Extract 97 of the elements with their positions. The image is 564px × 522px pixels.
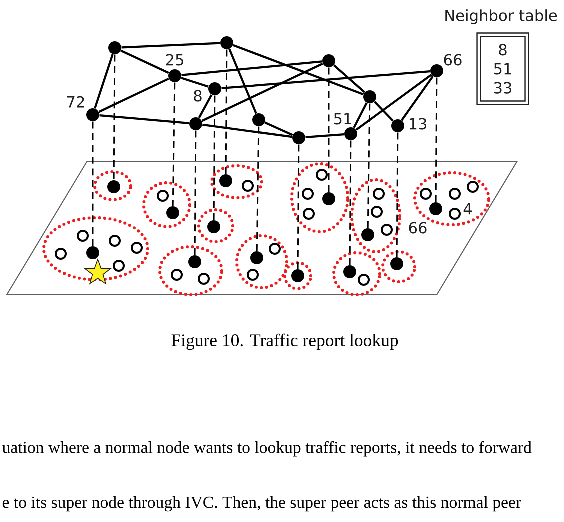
cluster-outline (235, 234, 289, 290)
hollow-node (77, 230, 89, 242)
filled-node (166, 206, 180, 220)
cluster-outline (210, 164, 264, 200)
filled-node (220, 174, 232, 188)
node-label: 8 (194, 90, 202, 102)
filled-node (188, 256, 202, 268)
filled-node (190, 118, 202, 130)
hollow-node (373, 188, 385, 200)
filled-node (390, 258, 404, 270)
hollow-node (157, 190, 169, 202)
node-label: 13 (410, 118, 427, 130)
dashed-line (349, 140, 352, 266)
hollow-node (113, 260, 125, 272)
link-line (356, 74, 432, 131)
filled-node (208, 220, 220, 234)
hollow-node (381, 224, 393, 236)
hollow-node (449, 188, 461, 200)
filled-node (292, 132, 306, 144)
cluster-outline (197, 208, 235, 244)
link-line (232, 44, 364, 96)
dashed-line (367, 104, 371, 228)
cluster-outline (290, 162, 350, 234)
link-line (228, 48, 258, 114)
filled-node (292, 270, 304, 282)
filled-node (344, 266, 356, 278)
link-line (202, 62, 324, 122)
table-heading: Neighbor table (446, 10, 558, 24)
filled-node (362, 228, 374, 242)
node-label: 51 (334, 113, 352, 125)
dashed-line (194, 130, 197, 256)
hollow-node (109, 235, 121, 247)
cluster-outline (350, 178, 402, 254)
filled-node (108, 180, 120, 194)
hollow-node (316, 169, 328, 181)
dashed-line (225, 50, 228, 174)
dashed-line (213, 96, 216, 220)
cluster-outline (332, 251, 382, 297)
node-label: 25 (166, 54, 184, 66)
link-line (353, 102, 368, 128)
hollow-node (358, 274, 370, 286)
filled-node (86, 246, 100, 260)
cluster-outline (142, 181, 192, 229)
hollow-node (131, 242, 143, 254)
link-line (202, 124, 292, 138)
caption: Figure 10. Traffic report lookup (172, 334, 398, 350)
filled-node (250, 252, 264, 264)
dashed-line (435, 78, 438, 202)
filled-node (322, 54, 336, 68)
cluster-outline (42, 216, 150, 282)
body-text: e to its super node through IVC. Then, the super peer acts as this normal peer (2, 496, 522, 512)
cluster-outline (93, 170, 133, 202)
hollow-node (247, 269, 259, 281)
link-line (401, 76, 434, 122)
filled-node (252, 114, 266, 126)
link-line (181, 77, 209, 88)
filled-node (322, 192, 336, 206)
body-text: uation where a normal node wants to lookup traffic reports, it needs to forward (2, 441, 532, 457)
neighbor-table: 8 51 33 (476, 32, 530, 106)
dashed-line (256, 126, 260, 252)
hollow-node (303, 208, 315, 220)
hollow-node (55, 248, 67, 260)
dashed-line (396, 132, 399, 258)
link-line (122, 42, 220, 49)
hollow-node (269, 243, 281, 255)
link-line (222, 70, 430, 90)
link-line (264, 122, 294, 136)
link-line (306, 133, 344, 139)
hollow-node (420, 188, 432, 200)
filled-node (364, 90, 376, 104)
dashed-line (328, 68, 330, 192)
hollow-node (242, 180, 254, 192)
link-line (182, 60, 322, 76)
dashed-line (92, 122, 94, 246)
cluster-outline (381, 250, 417, 284)
node-label: 72 (68, 96, 84, 108)
node-label: 4 (464, 203, 472, 215)
link-line (98, 78, 170, 114)
link-line (374, 101, 394, 122)
dashed-line (113, 54, 116, 180)
link-line (120, 50, 170, 74)
hollow-node (371, 206, 383, 218)
plane (6, 161, 518, 296)
hollow-node (171, 269, 183, 281)
filled-node (108, 42, 122, 54)
hollow-node (302, 188, 314, 200)
cluster-outline (158, 245, 224, 297)
node-label: 66 (409, 222, 427, 234)
filled-node (220, 36, 234, 50)
node-label: 66 (444, 54, 462, 66)
link-line (100, 114, 190, 124)
link-line (198, 94, 213, 119)
link-line (333, 64, 366, 94)
link-line (94, 54, 114, 109)
hollow-node (198, 273, 210, 285)
hollow-node (467, 181, 479, 193)
cluster-outline (283, 261, 313, 291)
